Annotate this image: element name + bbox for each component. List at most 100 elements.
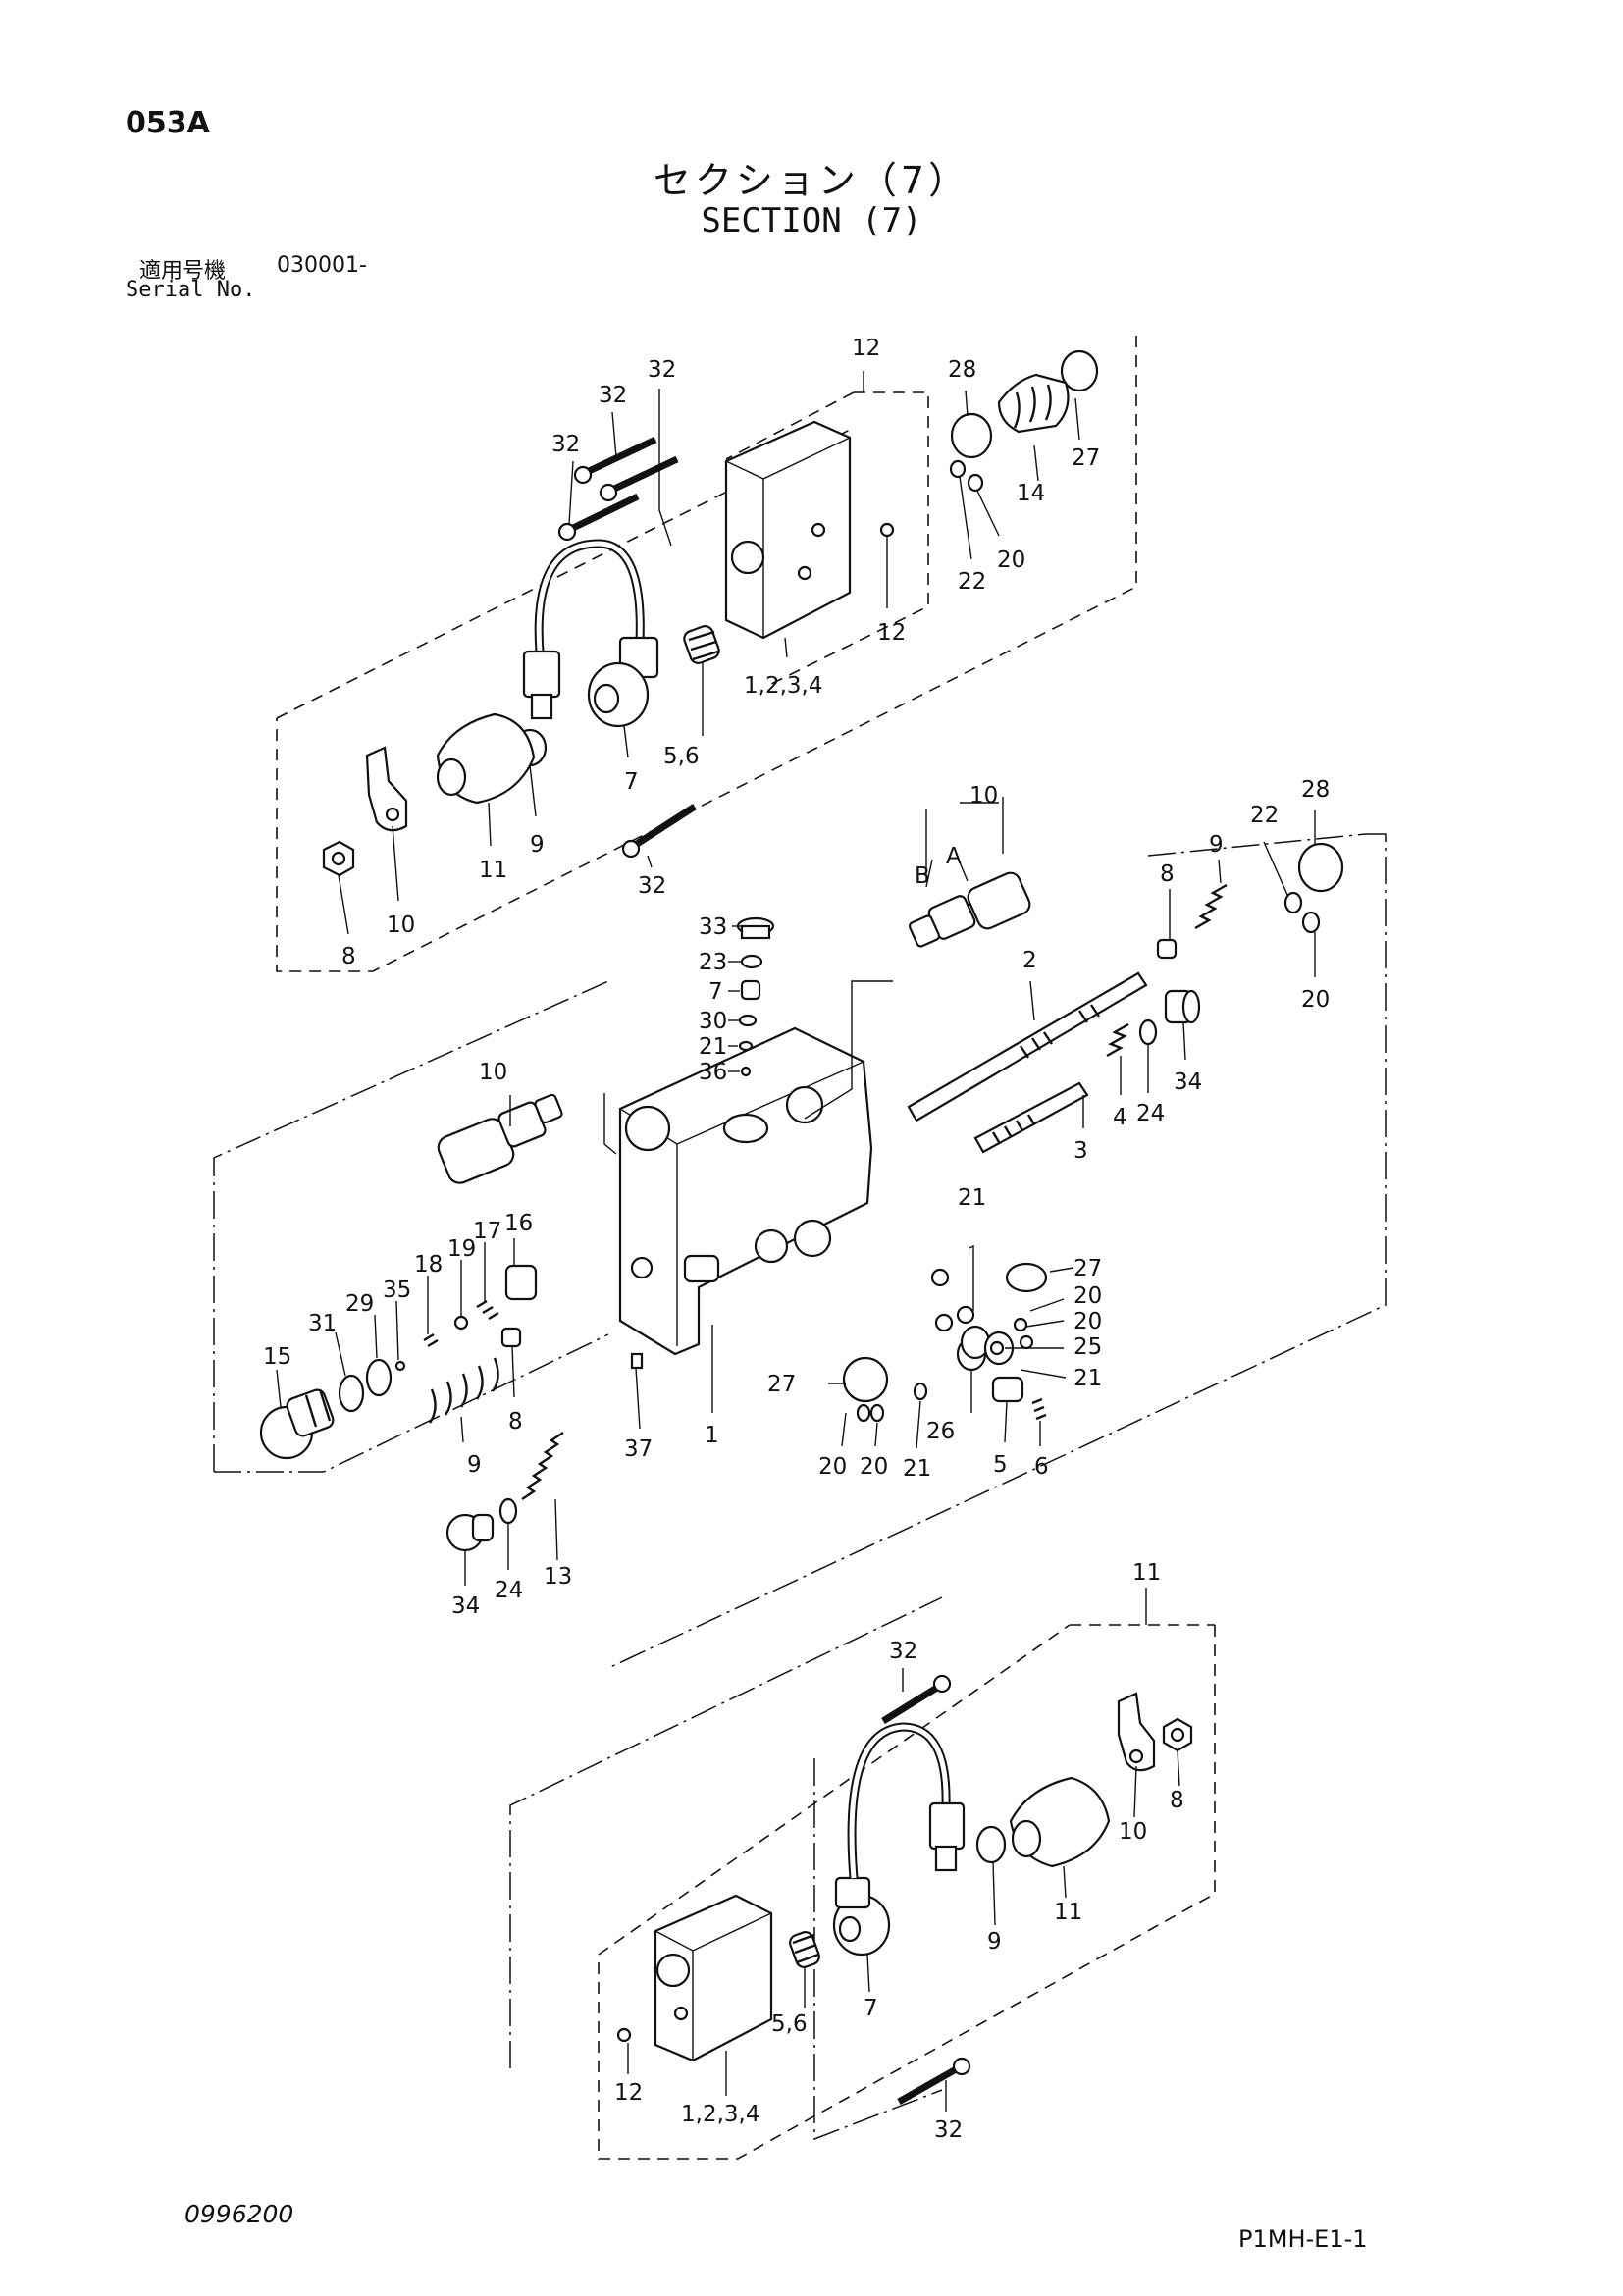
callout-18: 18	[414, 1252, 443, 1278]
o-ring-20-d	[869, 1403, 885, 1423]
connector-plug	[522, 650, 561, 699]
callout-23: 23	[699, 950, 727, 975]
callout-13: 13	[544, 1564, 572, 1590]
o-ring-28-top	[950, 412, 993, 459]
callout-21-stack: 21	[699, 1034, 727, 1060]
callout-35: 35	[383, 1278, 411, 1303]
spring-18	[423, 1332, 439, 1348]
callout-28-right: 28	[1301, 777, 1330, 803]
callout-12-right: 12	[877, 620, 906, 646]
plug-34-right	[1164, 989, 1201, 1024]
o-ring-21-d	[913, 1382, 928, 1401]
nut-bottom-hole	[1170, 1727, 1185, 1743]
spring-17	[476, 1299, 499, 1321]
o-ring-20-right	[1301, 911, 1321, 934]
snap-ring-9-bottom	[975, 1825, 1007, 1864]
sleeve-5	[991, 1376, 1024, 1403]
callout-1: 1	[705, 1423, 719, 1448]
valve-side-port	[630, 1256, 654, 1279]
callout-22-right: 22	[1250, 803, 1279, 828]
callout-15: 15	[263, 1344, 291, 1370]
callout-8-top: 8	[341, 944, 356, 969]
bolt-32-mid	[621, 804, 697, 859]
callout-10-bottom: 10	[1119, 1819, 1147, 1845]
callout-10-top: 10	[387, 913, 415, 938]
callout-36: 36	[699, 1060, 727, 1085]
callout-17: 17	[473, 1219, 501, 1244]
valve-port-face	[754, 1228, 789, 1264]
callout-1-2-3-4-bottom: 1,2,3,4	[681, 2102, 759, 2127]
spool-2	[907, 971, 1148, 1122]
bolt-32-a	[573, 436, 657, 485]
callout-8-right: 8	[1160, 861, 1175, 887]
nut-hole	[331, 851, 346, 866]
callout-12-bottom: 12	[614, 2080, 643, 2106]
callout-20-right: 20	[1301, 987, 1330, 1013]
bracket-10-bottom	[1117, 1692, 1156, 1772]
callout-21-c: 21	[1073, 1366, 1102, 1391]
o-ring-23	[740, 954, 763, 969]
coil-connector-bottom	[834, 1876, 871, 1909]
connector-tip-bottom	[934, 1845, 958, 1872]
callout-2: 2	[1022, 948, 1037, 973]
callout-26: 26	[926, 1419, 955, 1444]
callout-25: 25	[1073, 1334, 1102, 1360]
connector-plug-bottom	[928, 1801, 966, 1851]
housing-bottom-port	[655, 1953, 691, 1988]
callout-9-bottom: 9	[987, 1929, 1002, 1955]
document-code: P1MH-E1-1	[1238, 2225, 1368, 2253]
dust-boot-14	[997, 373, 1070, 434]
callout-8-bottom: 8	[1170, 1788, 1184, 1813]
callout-7-mid: 7	[708, 979, 723, 1005]
spring-13	[521, 1432, 564, 1500]
callout-29: 29	[345, 1291, 374, 1317]
callout-labels: 12 32 32 32 28 27 14 22 20 12 1,2,3,4 5,…	[263, 336, 1330, 2143]
left-chain-line	[213, 980, 609, 1472]
bolt-32-b	[599, 455, 679, 502]
callout-9-right: 9	[1209, 832, 1224, 858]
cover-bottom-opening	[1011, 1819, 1042, 1858]
o-ring-28-right	[1297, 842, 1344, 893]
callout-20-group-b: 20	[1073, 1309, 1102, 1334]
o-ring-30	[738, 1014, 758, 1027]
housing-top-corner	[725, 460, 764, 480]
housing-hole	[797, 565, 812, 581]
callout-32-b: 32	[551, 432, 580, 457]
o-ring-20-a	[1013, 1317, 1028, 1332]
o-ring-25	[989, 1340, 1005, 1356]
spring-9-left	[428, 1357, 499, 1424]
boot-ridges	[1013, 384, 1052, 429]
valve-port-rect	[683, 1254, 720, 1283]
callout-19: 19	[447, 1236, 476, 1262]
callout-letter-b: B	[915, 863, 930, 889]
o-ring-20-b	[1019, 1334, 1034, 1350]
o-ring-22-top	[949, 459, 967, 479]
cartridge-valve-10-left	[437, 1093, 563, 1184]
callout-10-right: 10	[969, 783, 998, 809]
page-code: 053A	[126, 106, 210, 140]
callout-letter-a: A	[946, 844, 962, 869]
callout-28-top: 28	[948, 357, 976, 383]
o-ring-27-top	[1060, 349, 1099, 392]
callout-8-left: 8	[508, 1409, 523, 1435]
spring-9-right	[1194, 883, 1228, 930]
section-12-boundary	[764, 391, 929, 688]
callout-1-2-3-4-top: 1,2,3,4	[744, 673, 822, 699]
solenoid-valve-housing-top	[724, 420, 852, 640]
cartridge-valve-10-right	[908, 871, 1031, 948]
o-ring-31	[338, 1374, 365, 1413]
callout-22-top: 22	[958, 569, 986, 595]
coil-core-bottom	[838, 1915, 862, 1943]
callout-33: 33	[699, 914, 727, 940]
plug-34-low	[445, 1513, 495, 1552]
nut-8-right	[1156, 938, 1178, 960]
o-ring-22-right	[1283, 891, 1303, 914]
o-ring-20-group	[956, 1305, 975, 1325]
bolt-32-bottom-top	[881, 1674, 952, 1724]
valve-body-1	[618, 1026, 873, 1356]
housing-port	[730, 540, 765, 575]
connector-tip	[530, 693, 553, 720]
callout-20-group-a: 20	[1073, 1283, 1102, 1309]
housing-hole	[811, 522, 826, 538]
callout-16: 16	[504, 1211, 533, 1236]
